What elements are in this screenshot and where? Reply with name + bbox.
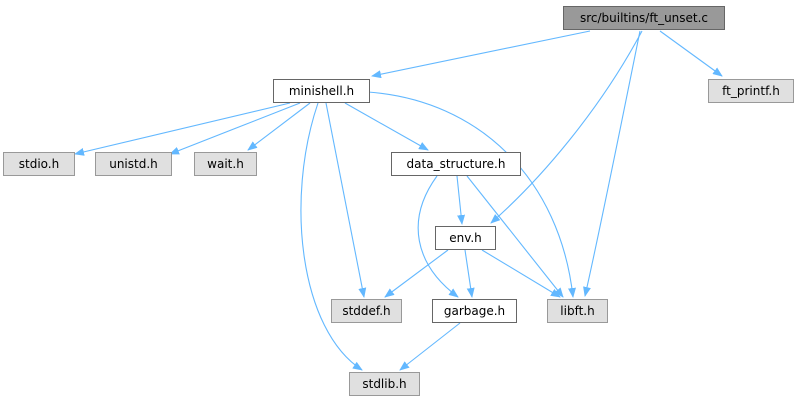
node-libft-h: libft.h	[547, 299, 608, 323]
node-ft-unset-c[interactable]: src/builtins/ft_unset.c	[563, 6, 725, 30]
edge-minishell-to-stdio	[74, 102, 291, 156]
node-stddef-h: stddef.h	[331, 299, 402, 323]
node-data-structure-h[interactable]: data_structure.h	[391, 152, 521, 176]
node-stdio-h: stdio.h	[3, 152, 75, 176]
edge-root-to-libft	[583, 30, 641, 297]
edge-data-structure-to-env	[456, 175, 466, 225]
edge-env-to-stddef	[384, 249, 449, 298]
node-unistd-h: unistd.h	[95, 152, 172, 176]
edge-root-to-env	[490, 30, 643, 224]
node-minishell-h[interactable]: minishell.h	[273, 79, 370, 103]
edge-env-to-libft	[481, 249, 561, 298]
node-wait-h: wait.h	[194, 152, 257, 176]
edge-minishell-to-data-structure	[344, 102, 429, 151]
node-stdlib-h: stdlib.h	[349, 372, 420, 396]
node-garbage-h[interactable]: garbage.h	[432, 299, 517, 323]
edge-minishell-to-stdlib	[300, 102, 363, 371]
edge-minishell-to-unistd	[169, 102, 301, 155]
edge-root-to-minishell	[371, 30, 591, 79]
edge-minishell-to-stddef	[325, 102, 367, 298]
edge-data-structure-to-garbage	[417, 175, 459, 298]
node-env-h[interactable]: env.h	[435, 226, 496, 250]
edge-garbage-to-stdlib	[399, 322, 461, 371]
edge-env-to-garbage	[464, 249, 475, 298]
edge-minishell-to-libft	[367, 91, 576, 298]
node-ft-printf-h: ft_printf.h	[708, 79, 794, 103]
edge-root-to-ft-printf	[659, 30, 723, 77]
edge-data-structure-to-libft	[466, 175, 564, 298]
edge-minishell-to-wait	[247, 102, 311, 151]
